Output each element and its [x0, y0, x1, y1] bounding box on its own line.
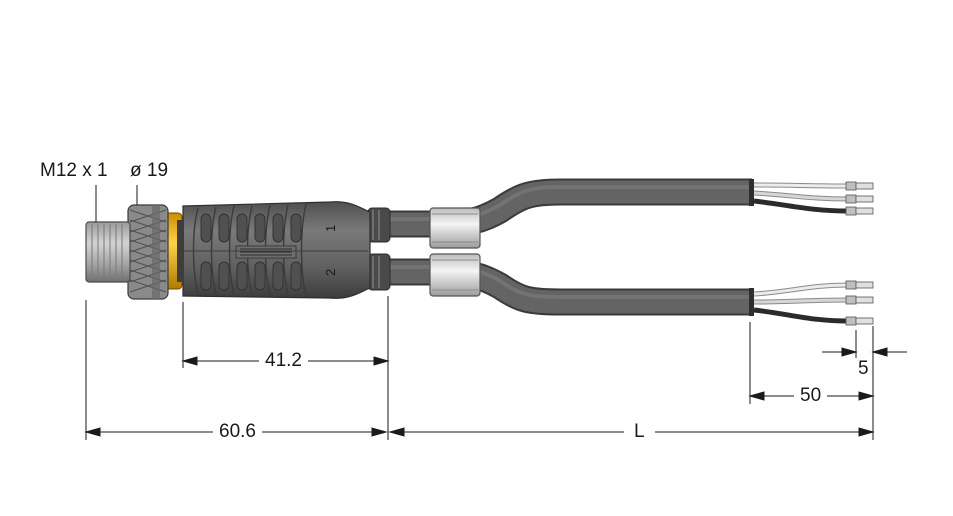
wires-cable-2 — [753, 280, 874, 326]
m12-thread — [85, 221, 131, 283]
label-sleeve-2 — [429, 253, 481, 297]
ring-spacer — [177, 220, 184, 282]
dimension-60-6: 60.6 — [213, 421, 262, 443]
dimension-50: 50 — [794, 385, 828, 407]
splitter-body — [182, 201, 371, 299]
cable-2-end — [749, 288, 754, 316]
wires-cable-1 — [753, 181, 874, 216]
cable-1-end — [749, 179, 754, 206]
dimension-5: 5 — [858, 358, 869, 379]
ferrules-cable-2 — [845, 280, 874, 326]
dimension-lines — [84, 185, 907, 440]
port-1-label: 1 — [323, 225, 338, 232]
dimension-41-2: 41.2 — [259, 350, 308, 372]
dimension-l: L — [624, 421, 655, 443]
diameter-label: ø 19 — [130, 160, 169, 181]
thread-size-label: M12 x 1 — [40, 160, 108, 181]
label-sleeve-1 — [429, 207, 481, 249]
splitter-outlets — [367, 207, 391, 291]
knurled-nut — [127, 204, 169, 300]
ferrules-cable-1 — [845, 181, 874, 216]
port-2-label: 2 — [323, 269, 338, 276]
